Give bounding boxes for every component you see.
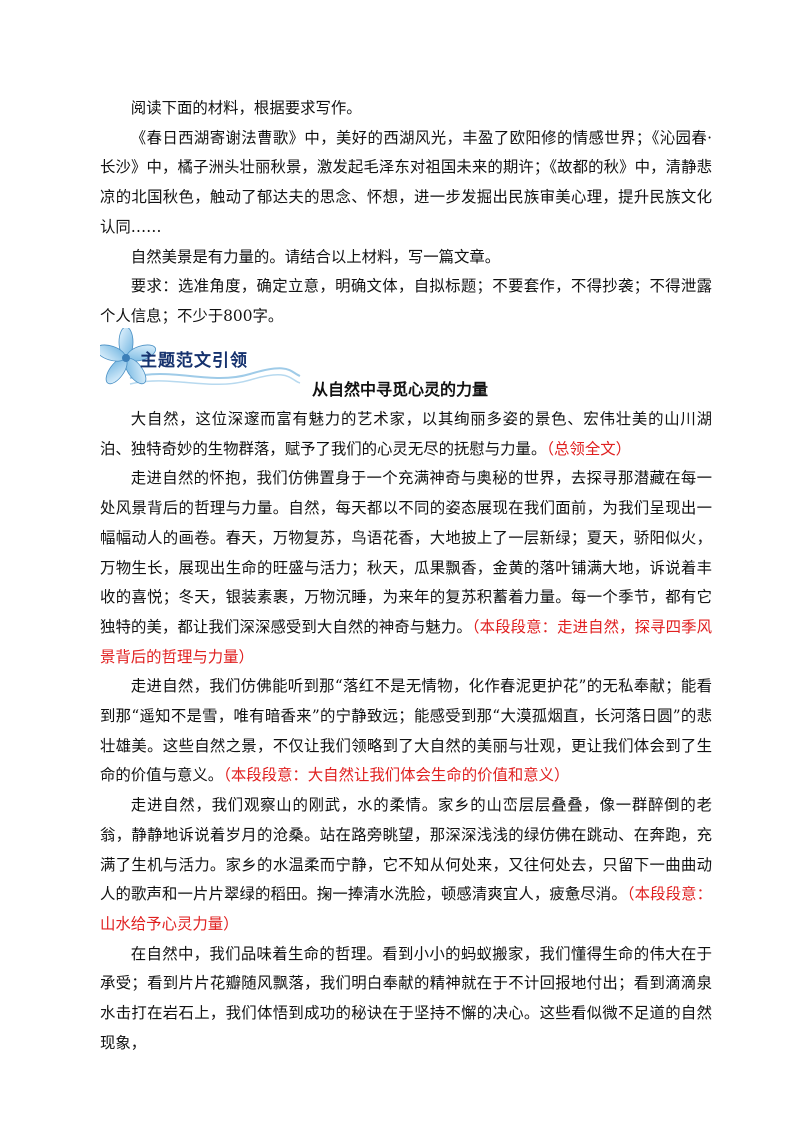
paragraph-note: （总领全文） — [546, 439, 631, 458]
flower-icon — [100, 328, 301, 386]
essay-paragraph: 在自然中，我们品味着生命的哲理。看到小小的蚂蚁搬家，我们懂得生命的伟大在于承受；… — [100, 944, 712, 1052]
section-logo-label: 主题范文引领 — [140, 351, 248, 371]
essay-body: 大自然，这位深邃而富有魅力的艺术家，以其绚丽多姿的景色、宏伟壮美的山川湖泊、独特… — [100, 405, 712, 1058]
task-paragraph: 自然美景是有力量的。请结合以上材料，写一篇文章。 — [130, 247, 501, 266]
paragraph-note: （本段段意：走进自然，探寻四季风景背后的哲理与力量） — [100, 617, 712, 666]
material-section: 阅读下面的材料，根据要求写作。 《春日西湖寄谢法曹歌》中，美好的西湖风光，丰盈了… — [100, 94, 712, 332]
paragraph-note: （本段段意：山水给予心灵力量） — [100, 885, 712, 933]
paragraph-note: （本段段意：大自然让我们体会生命的价值和意义） — [223, 766, 570, 785]
essay-paragraph: 走进自然，我们观察山的刚武，水的柔情。家乡的山峦层层叠叠，像一群醉倒的老翁，静静… — [100, 796, 712, 933]
essay-paragraph: 走进自然的怀抱，我们仿佛置身于一个充满神奇与奥秘的世界，去探寻那潜藏在每一处风景… — [100, 469, 712, 666]
material-paragraph: 《春日西湖寄谢法曹歌》中，美好的西湖风光，丰盈了欧阳修的情感世界；《沁园春·长沙… — [100, 128, 712, 236]
requirements-paragraph: 要求：选准角度，确定立意，明确文体，自拟标题；不要套作，不得抄袭；不得泄露个人信… — [100, 277, 712, 325]
essay-title: 从自然中寻觅心灵的力量 — [311, 380, 488, 399]
essay-paragraph: 大自然，这位深邃而富有魅力的艺术家，以其绚丽多姿的景色、宏伟壮美的山川湖泊、独特… — [100, 410, 712, 458]
instruction-paragraph: 阅读下面的材料，根据要求写作。 — [130, 99, 362, 117]
essay-paragraph: 走进自然，我们仿佛能听到那“落红不是无情物，化作春泥更护花”的无私奉献；能看到那… — [100, 677, 712, 785]
